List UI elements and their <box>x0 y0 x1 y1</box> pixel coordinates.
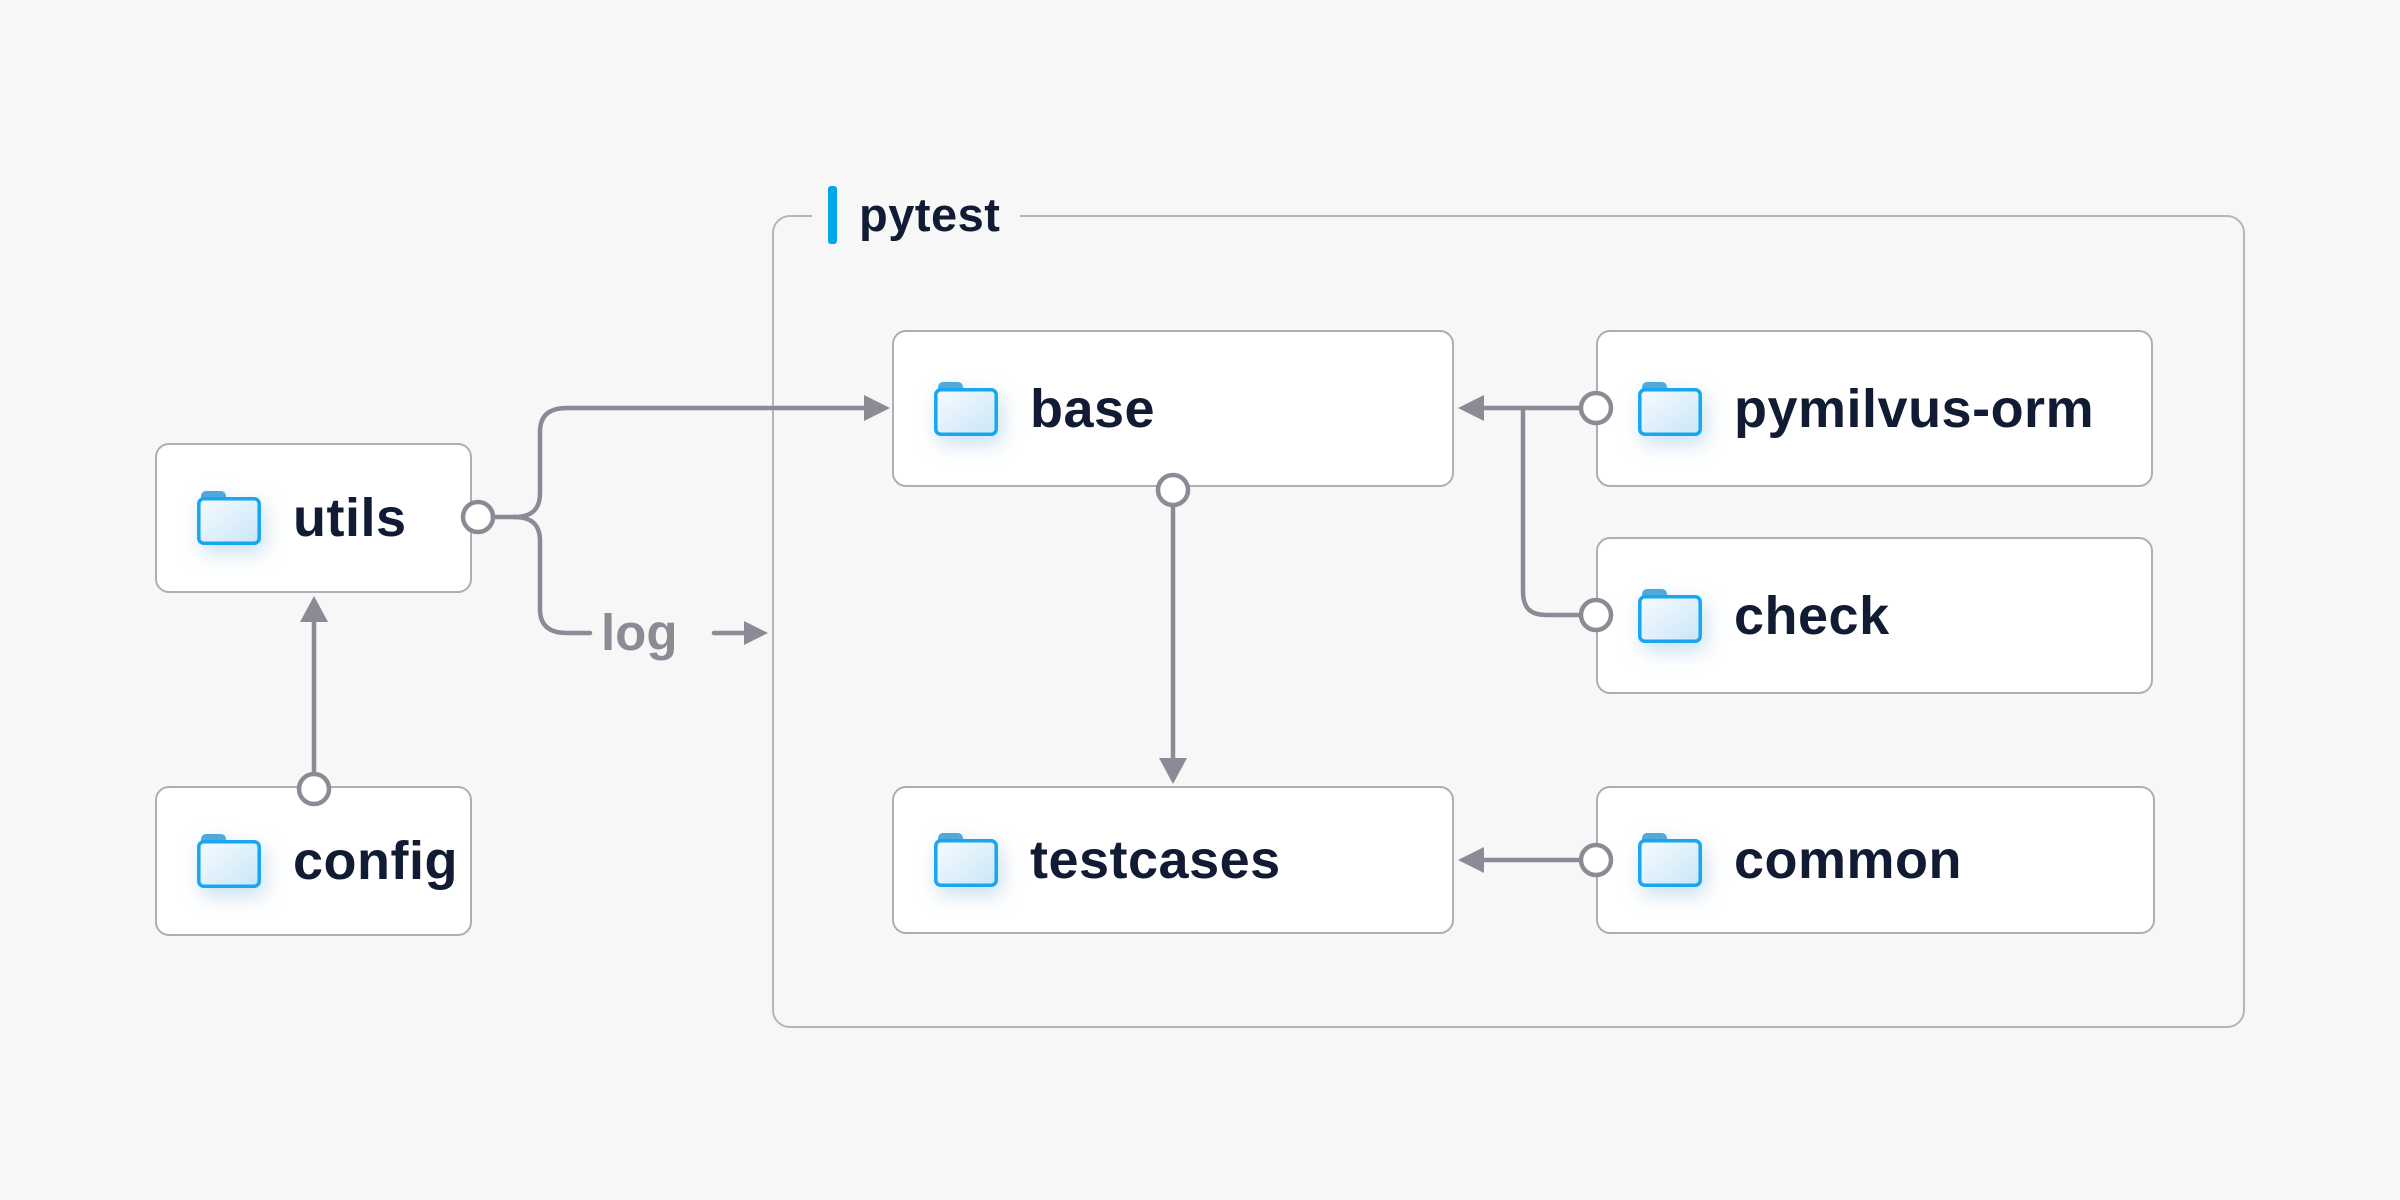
node-label: common <box>1734 830 1963 890</box>
node-label: check <box>1734 585 1890 646</box>
node-label: base <box>1030 378 1156 439</box>
pytest-group-label: pytest <box>812 185 1021 245</box>
folder-icon <box>197 834 261 888</box>
node-config: config <box>155 786 472 936</box>
accent-bar <box>828 186 837 244</box>
folder-icon <box>1638 381 1702 436</box>
folder-icon <box>1638 588 1702 643</box>
folder-icon <box>934 381 998 436</box>
node-base: base <box>892 330 1454 487</box>
pytest-group-container <box>772 215 2245 1028</box>
group-title: pytest <box>859 188 1001 241</box>
node-utils: utils <box>155 443 472 593</box>
node-label: pymilvus-orm <box>1734 378 2095 439</box>
node-check: check <box>1596 537 2153 694</box>
folder-icon <box>197 491 261 545</box>
folder-icon <box>934 833 998 887</box>
node-pymilvus-orm: pymilvus-orm <box>1596 330 2153 487</box>
node-label: testcases <box>1030 830 1281 890</box>
folder-icon <box>1638 833 1702 887</box>
node-label: config <box>293 831 458 891</box>
node-testcases: testcases <box>892 786 1454 934</box>
edge-config-to-utils <box>296 596 332 807</box>
edge-label-log: log <box>601 604 678 661</box>
node-label: utils <box>293 488 407 548</box>
node-common: common <box>1596 786 2155 934</box>
